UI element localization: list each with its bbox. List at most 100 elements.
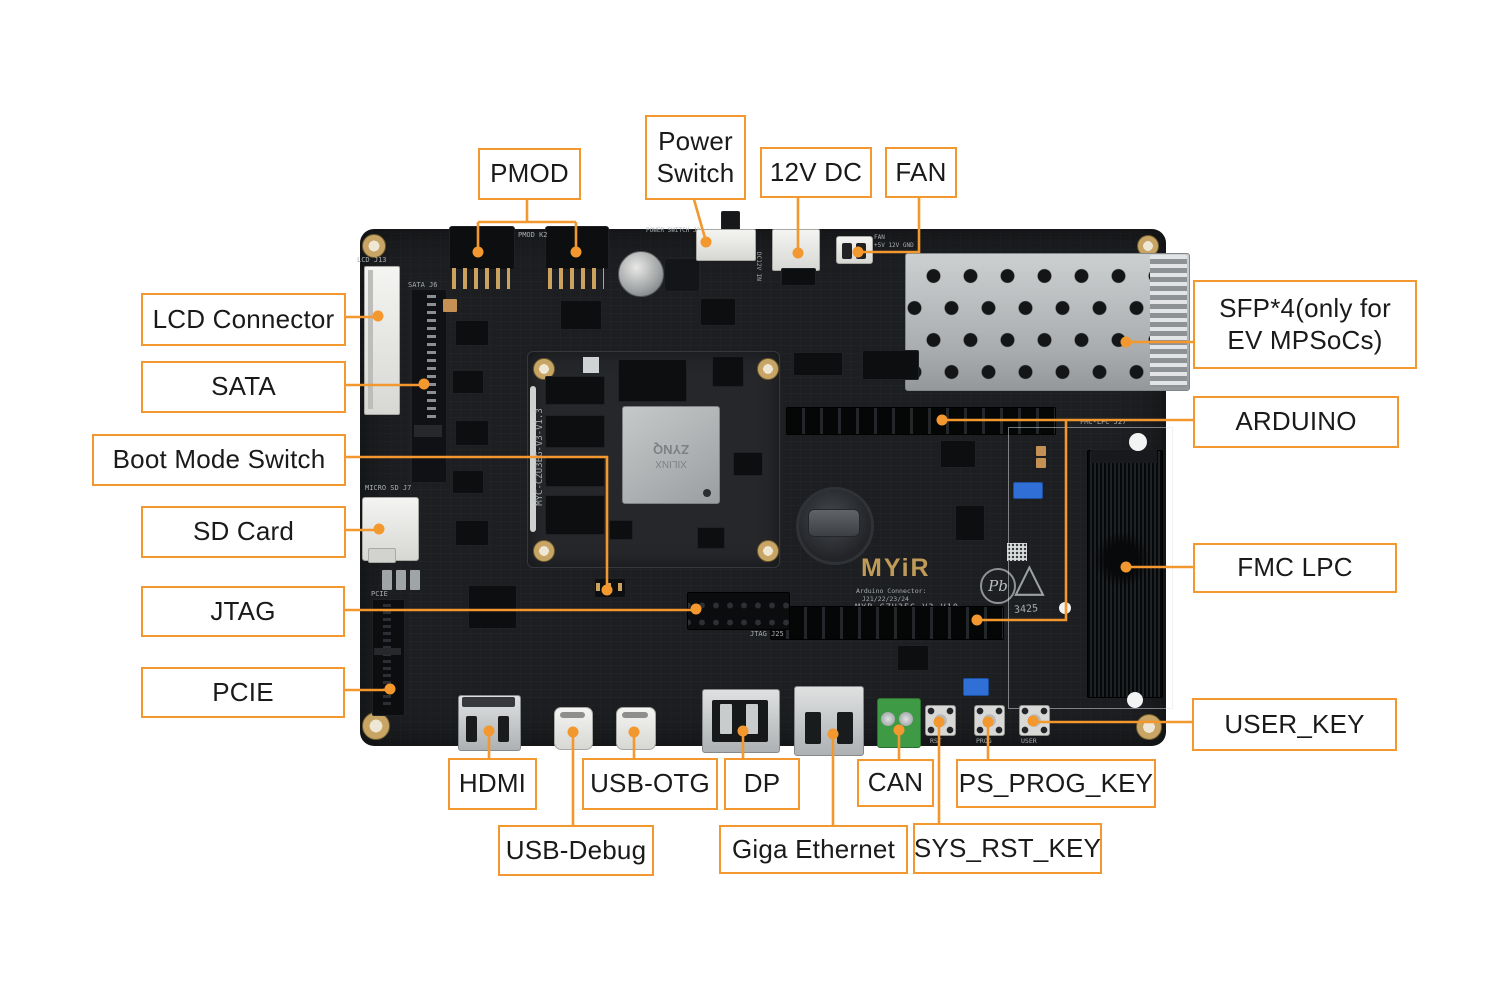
callout-label: DP <box>743 768 781 799</box>
callout-label: SYS_RST_KEY <box>913 832 1102 863</box>
sfp-cage-holes <box>905 253 1150 387</box>
pb-free-logo: Pb <box>980 568 1016 604</box>
ic-chip <box>712 356 744 387</box>
callout-label: CAN <box>867 767 924 798</box>
blue-jumper <box>1013 482 1043 499</box>
silk-fmc: FMC-LPC J27 <box>1080 418 1127 426</box>
ic-chip <box>560 300 602 330</box>
callout-label: Power <box>658 125 733 156</box>
callout-ps-prog-key: PS_PROG_KEY <box>956 759 1156 808</box>
recycle-logo: △ <box>1014 556 1045 600</box>
callout-can: CAN <box>857 759 934 807</box>
ic-chip <box>940 440 976 468</box>
callout-label: HDMI <box>458 768 527 799</box>
callout-label: SFP*4(only for <box>1219 292 1391 323</box>
usb-debug-slot <box>560 712 585 718</box>
sata-notch <box>414 425 442 437</box>
capacitor <box>410 570 420 590</box>
ps-prog-button <box>974 705 1005 736</box>
leader-pmod <box>476 196 578 248</box>
coin-battery-clip <box>808 509 860 537</box>
som-mounting-hole <box>533 540 555 562</box>
ram-chip <box>545 376 605 405</box>
callout-arduino: ARDUINO <box>1193 396 1399 448</box>
callout-label: FMC LPC <box>1237 552 1353 583</box>
callout-hdmi: HDMI <box>448 758 537 810</box>
callout-user-key: USER_KEY <box>1192 698 1397 751</box>
som-qr-code <box>583 357 599 373</box>
callout-fmc-lpc: FMC LPC <box>1193 543 1397 593</box>
chip-pin1-dot <box>703 489 711 497</box>
silk-rst: RST <box>930 737 942 745</box>
fmc-white-hole <box>1129 433 1147 451</box>
pcie-slot-contacts <box>383 604 391 708</box>
ram-chip <box>545 456 605 487</box>
can-screw <box>881 712 895 726</box>
callout-sata: SATA <box>141 361 346 413</box>
ic-chip <box>955 505 985 541</box>
callout-jtag: JTAG <box>141 586 345 637</box>
silk-fan-pins: +5V 12V GND <box>874 242 914 249</box>
callout-sys-rst-key: SYS_RST_KEY <box>913 823 1102 874</box>
capacitor <box>382 570 392 590</box>
callout-label: PS_PROG_KEY <box>958 767 1154 798</box>
capacitor <box>1036 458 1046 468</box>
silk-lcd: LCD J13 <box>357 256 387 264</box>
zynq-chip: XILINX ZYNQ <box>622 406 720 504</box>
ic-chip <box>897 645 929 671</box>
callout-label: FAN <box>895 156 947 187</box>
ethernet-slot <box>837 712 853 744</box>
callout-label: Giga Ethernet <box>731 833 896 864</box>
silk-fan: FAN <box>874 234 885 241</box>
pcie-slot-key <box>374 648 401 655</box>
lcd-connector-hinge <box>368 270 373 409</box>
pmod-pins <box>548 268 604 289</box>
callout-giga-ethernet: Giga Ethernet <box>719 825 908 874</box>
ic-chip <box>455 320 489 346</box>
callout-label: PMOD <box>490 158 569 189</box>
silk-arduino-note: Arduino Connector: <box>856 587 927 595</box>
callout-label: LCD Connector <box>152 303 335 334</box>
callout-dp: DP <box>724 758 800 810</box>
som-mounting-hole <box>757 358 779 380</box>
ic-chip <box>455 520 489 546</box>
callout-12v-dc: 12V DC <box>760 147 872 198</box>
silk-user: USER <box>1021 737 1037 745</box>
callout-label: JTAG <box>210 595 276 626</box>
ic-chip <box>793 352 843 376</box>
power-inductor <box>664 258 700 292</box>
silk-prog: PROG <box>976 737 992 745</box>
hdmi-contact <box>466 716 477 742</box>
ethernet-slot <box>805 712 821 744</box>
fan-connector-slot <box>842 243 852 259</box>
callout-label: SD Card <box>192 516 295 547</box>
capacitor <box>1036 446 1046 456</box>
callout-label: Switch <box>656 157 735 188</box>
ic-chip <box>733 452 763 476</box>
electrolytic-capacitor <box>618 251 664 297</box>
callout-label: ARDUINO <box>1235 406 1357 437</box>
silk-pcie: PCIE <box>371 590 388 598</box>
callout-lcd-connector: LCD Connector <box>141 293 346 346</box>
callout-usb-debug: USB-Debug <box>498 825 654 876</box>
ic-chip <box>862 350 919 380</box>
pmod-pins <box>452 268 510 289</box>
callout-label: Boot Mode Switch <box>112 444 326 475</box>
ic-chip <box>452 470 484 494</box>
callout-label: USB-OTG <box>590 768 710 799</box>
hdmi-contact <box>498 716 509 742</box>
callout-usb-otg: USB-OTG <box>582 758 718 810</box>
sata-pins <box>427 295 436 420</box>
qr-code <box>1007 543 1027 561</box>
leader-power-switch <box>691 195 707 239</box>
ram-chip <box>545 415 605 448</box>
callout-power-switch: Power Switch <box>645 115 746 200</box>
pmod-connector-1 <box>449 226 515 270</box>
callout-label: SATA <box>211 371 276 402</box>
sfp-cage-fins <box>1150 255 1187 387</box>
silk-power-switch: POWER SWITCH J2 <box>646 227 701 234</box>
callout-sfp: SFP*4(only for EV MPSoCs) <box>1193 280 1417 369</box>
silk-arduino-note2: J21/22/23/24 <box>862 595 909 603</box>
callout-boot-mode-switch: Boot Mode Switch <box>92 434 346 486</box>
